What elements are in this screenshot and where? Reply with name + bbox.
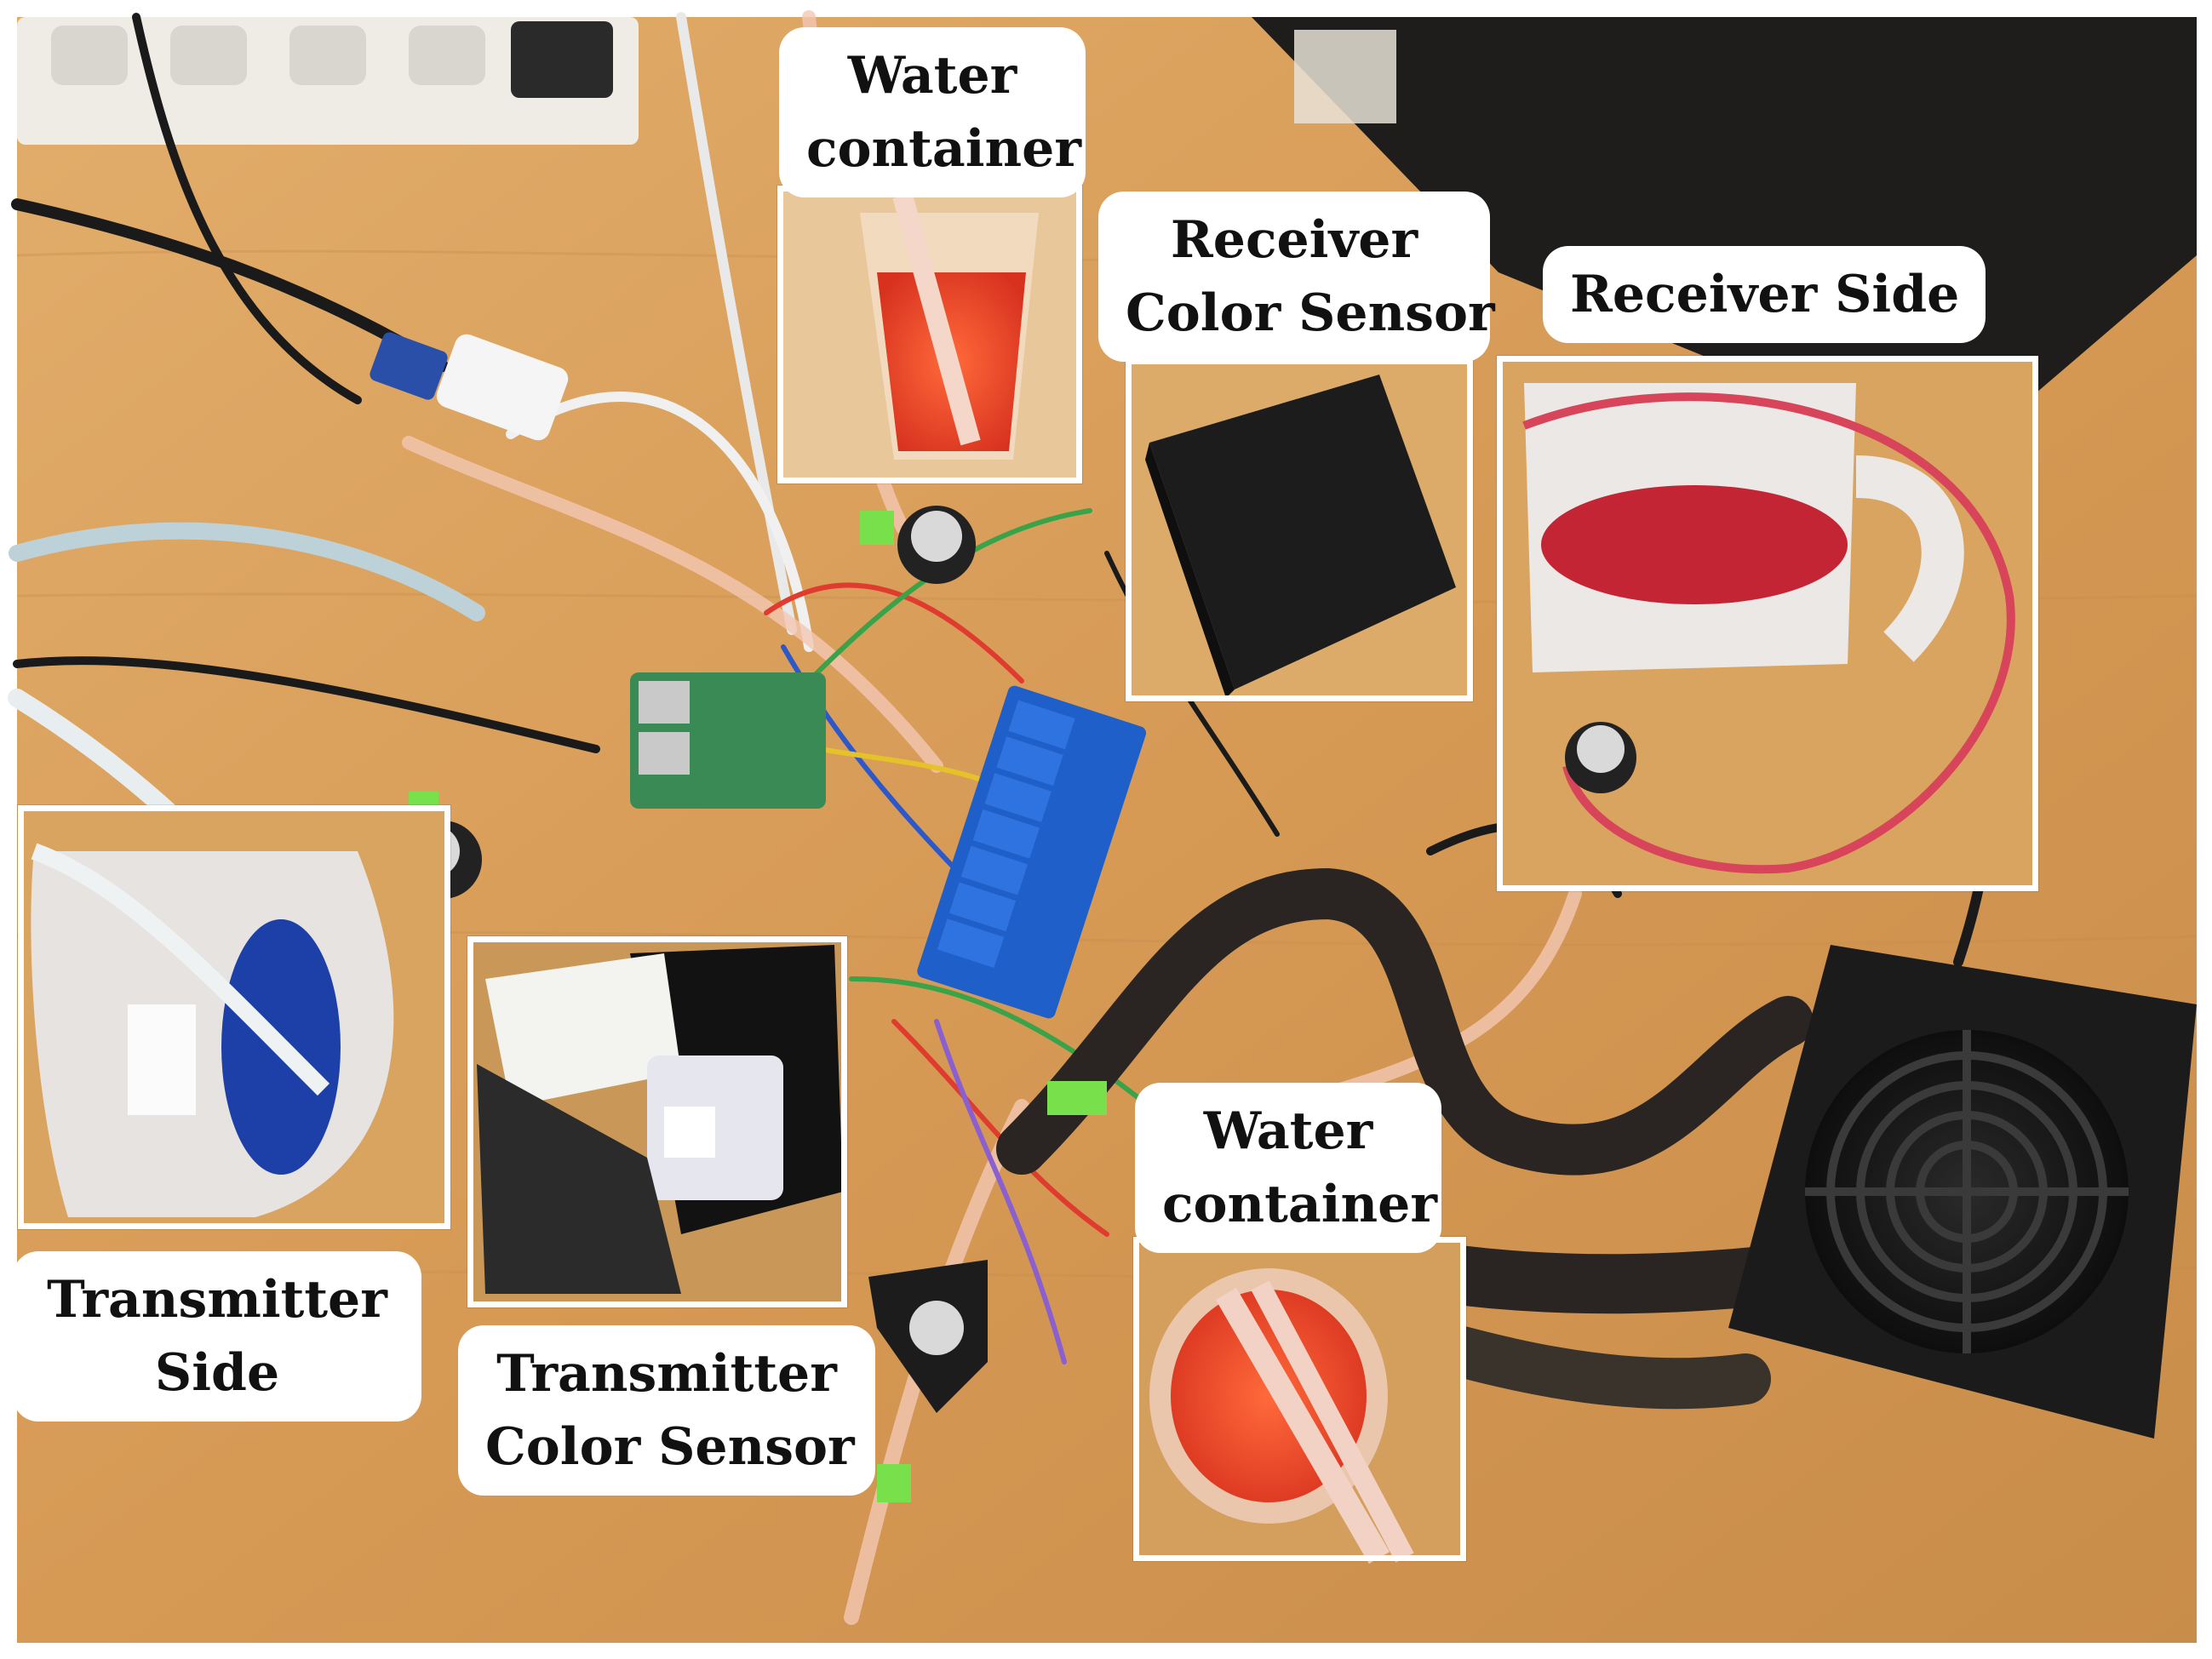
water-container-top-frame: [777, 186, 1082, 483]
transmitter-color-sensor-frame: [467, 936, 847, 1307]
label-line: container: [806, 119, 1081, 179]
label-receiver-side: Receiver Side: [1543, 246, 1986, 343]
black-enclosure: [1252, 17, 2197, 460]
label-receiver-color-sensor: Receiver Color Sensor: [1098, 192, 1495, 362]
receiver-sensor-scene: [1129, 362, 1470, 698]
label-water-container-bottom: Water container: [1135, 1083, 1441, 1253]
power-supply-unit: [1728, 945, 2197, 1439]
transmitter-sensor-scene: [471, 940, 844, 1304]
label-line: Side: [154, 1343, 280, 1403]
label-line: Transmitter: [47, 1270, 387, 1330]
receiver-side-frame: [1497, 356, 2038, 891]
receiver-side-scene: [1500, 359, 2035, 888]
cup-bottom-scene: [1137, 1240, 1463, 1565]
label-line: Transmitter: [496, 1344, 837, 1404]
label-water-container-top: Water container: [779, 27, 1086, 197]
pump-top: [860, 506, 976, 584]
label-line: Color Sensor: [485, 1417, 855, 1477]
power-strip: [17, 17, 639, 145]
pump-bottom: [868, 1260, 988, 1502]
label-line: Receiver: [1170, 210, 1418, 270]
transmitter-side-scene: [21, 809, 447, 1226]
label-line: Water: [1203, 1101, 1373, 1161]
label-line: Receiver Side: [1570, 265, 1960, 324]
vga-adapter: [436, 334, 569, 441]
label-line: Color Sensor: [1126, 283, 1495, 343]
relay-board: [917, 685, 1147, 1019]
cup-top-scene: [781, 189, 1079, 480]
water-container-bottom-frame: [1133, 1237, 1466, 1561]
label-line: Water: [847, 46, 1017, 106]
label-line: container: [1162, 1175, 1437, 1234]
label-transmitter-color-sensor: Transmitter Color Sensor: [458, 1325, 875, 1496]
label-transmitter-side: Transmitter Side: [13, 1251, 421, 1422]
transmitter-side-frame: [18, 805, 450, 1229]
receiver-color-sensor-frame: [1126, 358, 1473, 701]
